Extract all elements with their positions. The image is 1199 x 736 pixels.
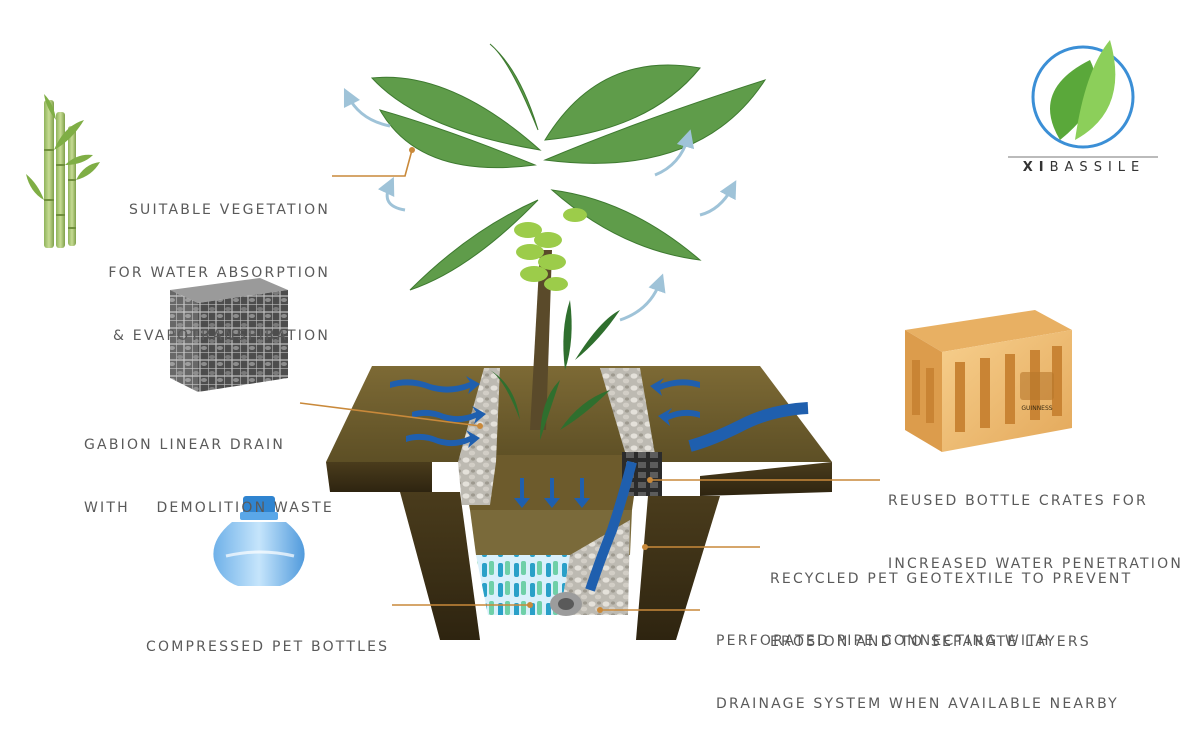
bottle-crate-illustration: GUINNESS — [905, 310, 1072, 452]
label-pipe: PERFORATED PIPE CONNECTING WITH DRAINAGE… — [716, 589, 1119, 736]
label-line: & EVAPOTRANSPIRATION — [113, 328, 330, 344]
leader-vegetation — [332, 149, 413, 177]
leader-lines — [299, 149, 880, 611]
label-line: PERFORATED PIPE CONNECTING WITH — [716, 633, 1051, 649]
logo-wordmark: XIBASSILE — [1014, 160, 1154, 175]
label-line: GABION LINEAR DRAIN — [84, 437, 286, 453]
label-line: DRAINAGE SYSTEM WHEN AVAILABLE NEARBY — [716, 696, 1119, 712]
diagram-stage: GUINNESS — [26, 40, 1183, 712]
leaf-icon — [1050, 60, 1096, 140]
label-line: RECYCLED PET GEOTEXTILE TO PREVENT — [770, 571, 1133, 587]
label-crates: REUSED BOTTLE CRATES FOR INCREASED WATER… — [888, 449, 1183, 596]
xibassile-logo — [1008, 40, 1158, 158]
label-line: INCREASED WATER PENETRATION — [888, 556, 1184, 572]
leader-gabion — [299, 402, 481, 427]
pet-bottle-layer — [476, 555, 570, 615]
evapotranspiration-arrows — [343, 87, 737, 322]
bamboo-illustration — [26, 94, 100, 248]
logo-text-bold: XI — [1022, 160, 1050, 175]
leaf-icon-2 — [1075, 40, 1116, 140]
label-line: COMPRESSED PET BOTTLES — [146, 639, 390, 655]
label-geotextile: RECYCLED PET GEOTEXTILE TO PREVENT EROSI… — [770, 527, 1132, 674]
crate-brand-text: GUINNESS — [1021, 405, 1052, 412]
logo-ring — [1031, 45, 1135, 149]
banana-plant-illustration — [370, 43, 767, 440]
label-vegetation: SUITABLE VEGETATION FOR WATER ABSORPTION… — [40, 158, 330, 368]
label-line: EROSION AND TO SEPARATE LAYERS — [770, 634, 1091, 650]
label-line: FOR WATER ABSORPTION — [108, 265, 330, 281]
gabion-illustration — [170, 278, 288, 392]
water-flow-arrows — [390, 376, 700, 508]
diagram-canvas: GUINNESS — [26, 40, 1158, 640]
label-line: SUITABLE VEGETATION — [128, 202, 330, 218]
label-bottles: COMPRESSED PET BOTTLES — [146, 595, 389, 679]
label-line: REUSED BOTTLE CRATES FOR — [888, 493, 1148, 509]
label-gabion: GABION LINEAR DRAIN WITH DEMOLITION WAST… — [84, 393, 334, 540]
logo-text-rest: BASSILE — [1049, 160, 1146, 175]
pet-bottle-illustration — [213, 496, 305, 586]
label-line: WITH DEMOLITION WASTE — [84, 500, 334, 516]
